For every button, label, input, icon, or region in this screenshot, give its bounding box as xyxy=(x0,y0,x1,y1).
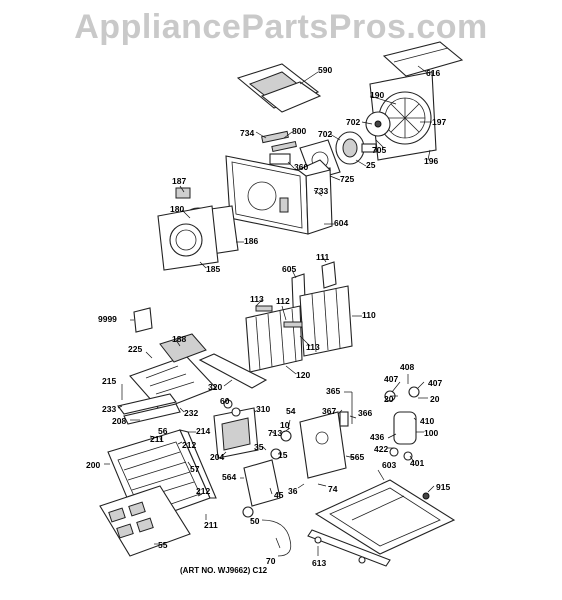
art-number-note: (ART NO. WJ9662) C12 xyxy=(180,566,268,575)
part-800-clip xyxy=(261,130,297,165)
part-label-565: 565 xyxy=(350,452,364,462)
part-label-616: 616 xyxy=(426,68,440,78)
part-label-604: 604 xyxy=(334,218,348,228)
part-label-915: 915 xyxy=(436,482,450,492)
part-label-25: 25 xyxy=(366,160,376,170)
part-label-188: 188 xyxy=(172,334,186,344)
part-label-190: 190 xyxy=(370,90,384,100)
part-604-partition xyxy=(225,155,333,235)
part-label-713: 713 xyxy=(268,428,282,438)
part-label-407: 407 xyxy=(384,374,398,384)
part-225-grille xyxy=(129,333,217,411)
part-label-35: 35 xyxy=(254,442,264,452)
part-185-orifice xyxy=(157,205,219,271)
part-label-705: 705 xyxy=(372,145,386,155)
part-label-211: 211 xyxy=(204,520,218,530)
part-590-cover xyxy=(236,63,322,113)
part-label-233: 233 xyxy=(102,404,116,414)
part-label-436: 436 xyxy=(370,432,384,442)
part-label-113: 113 xyxy=(250,294,264,304)
part-label-365: 365 xyxy=(326,386,340,396)
part-label-9999: 9999 xyxy=(98,314,117,324)
part-564-box xyxy=(242,459,292,557)
part-label-20: 20 xyxy=(384,394,394,404)
part-label-196: 196 xyxy=(424,156,438,166)
part-label-10: 10 xyxy=(280,420,290,430)
part-label-733: 733 xyxy=(314,186,328,196)
part-label-310: 310 xyxy=(256,404,270,414)
part-label-320: 320 xyxy=(208,382,222,392)
part-label-408: 408 xyxy=(400,362,414,372)
part-label-60: 60 xyxy=(220,396,230,406)
part-label-70: 70 xyxy=(266,556,276,566)
part-label-200: 200 xyxy=(86,460,100,470)
part-label-702: 702 xyxy=(346,117,360,127)
part-label-603: 603 xyxy=(382,460,396,470)
part-25-motor xyxy=(335,131,377,165)
part-labels: 590 616 190 197 702 800 734 702 705 360 25 196 725 73… xyxy=(86,65,450,568)
part-label-366: 366 xyxy=(358,408,372,418)
part-label-212: 212 xyxy=(196,486,210,496)
part-9999-tag xyxy=(133,307,153,333)
site-watermark: AppliancePartsPros.com xyxy=(74,8,488,46)
part-label-590: 590 xyxy=(318,65,332,75)
part-565-bracket xyxy=(270,411,347,479)
part-label-225: 225 xyxy=(128,344,142,354)
part-label-800: 800 xyxy=(292,126,306,136)
part-label-50: 50 xyxy=(250,516,260,526)
part-label-564: 564 xyxy=(222,472,236,482)
part-label-113: 113 xyxy=(306,342,320,352)
part-label-410: 410 xyxy=(420,416,434,426)
part-label-36: 36 xyxy=(288,486,298,496)
part-603-base-pan xyxy=(314,479,456,555)
part-613-rails xyxy=(307,529,391,567)
part-label-74: 74 xyxy=(328,484,338,494)
part-320-bracket xyxy=(198,353,268,389)
part-365-rod xyxy=(339,392,353,427)
part-label-360: 360 xyxy=(294,162,308,172)
part-label-702: 702 xyxy=(318,129,332,139)
part-label-187: 187 xyxy=(172,176,186,186)
part-label-120: 120 xyxy=(296,370,310,380)
part-208-rail xyxy=(117,393,181,425)
part-616-bracket xyxy=(382,41,464,77)
part-label-20: 20 xyxy=(430,394,440,404)
part-label-214: 214 xyxy=(196,426,210,436)
part-label-15: 15 xyxy=(278,450,288,460)
part-label-197: 197 xyxy=(432,117,446,127)
part-label-186: 186 xyxy=(244,236,258,246)
part-label-613: 613 xyxy=(312,558,326,568)
part-label-55: 55 xyxy=(158,540,168,550)
part-label-212: 212 xyxy=(182,440,196,450)
leader-lines xyxy=(104,65,435,556)
part-label-367: 367 xyxy=(322,406,336,416)
part-label-232: 232 xyxy=(184,408,198,418)
part-120-condenser xyxy=(245,305,303,373)
part-204-control-panel xyxy=(213,399,259,459)
part-label-111: 111 xyxy=(316,252,330,262)
part-190-fan xyxy=(365,111,391,137)
part-label-208: 208 xyxy=(112,416,126,426)
part-label-605: 605 xyxy=(282,264,296,274)
part-label-725: 725 xyxy=(340,174,354,184)
part-label-100: 100 xyxy=(424,428,438,438)
part-label-401: 401 xyxy=(410,458,424,468)
part-label-185: 185 xyxy=(206,264,220,274)
part-label-734: 734 xyxy=(240,128,254,138)
part-label-407: 407 xyxy=(428,378,442,388)
part-label-211: 211 xyxy=(150,434,164,444)
part-label-180: 180 xyxy=(170,204,184,214)
part-label-110: 110 xyxy=(362,310,376,320)
part-label-422: 422 xyxy=(374,444,388,454)
part-label-56: 56 xyxy=(158,426,168,436)
part-label-215: 215 xyxy=(102,376,116,386)
part-label-112: 112 xyxy=(276,296,290,306)
part-label-45: 45 xyxy=(274,490,284,500)
part-55-filter xyxy=(99,485,191,557)
part-label-204: 204 xyxy=(210,452,224,462)
part-label-54: 54 xyxy=(286,406,296,416)
part-label-57: 57 xyxy=(190,464,200,474)
